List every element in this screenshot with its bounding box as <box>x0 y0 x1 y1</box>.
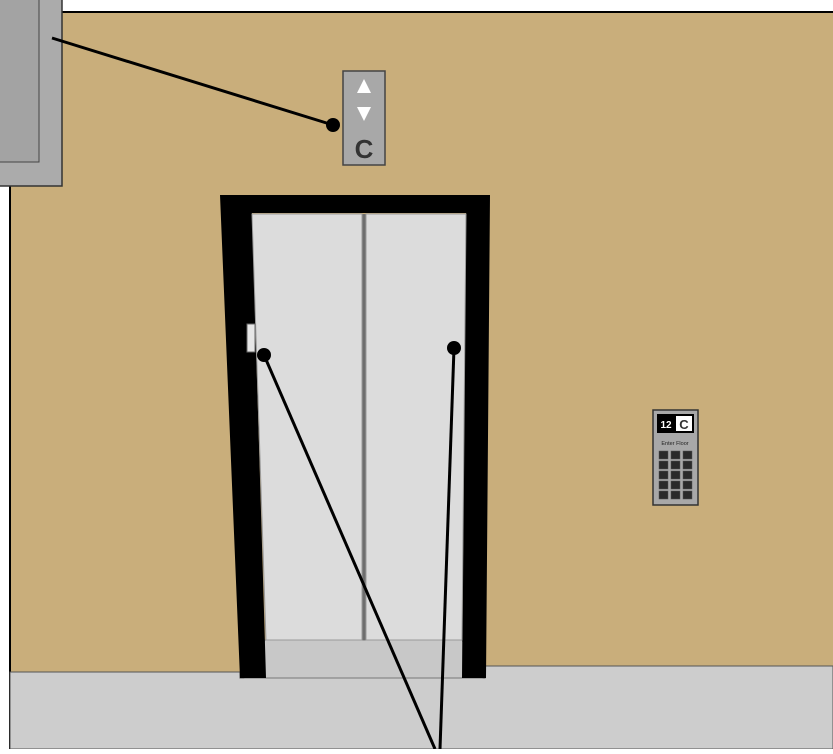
keypad-key[interactable] <box>683 491 692 499</box>
elevator-threshold <box>245 640 482 678</box>
keypad-key[interactable] <box>659 471 668 479</box>
keypad-key[interactable] <box>671 491 680 499</box>
keypad-key[interactable] <box>671 451 680 459</box>
keypad-key[interactable] <box>659 461 668 469</box>
keypad-key[interactable] <box>671 461 680 469</box>
floor-indicator: C <box>343 71 385 165</box>
callout-dot-call-button <box>257 348 271 362</box>
keypad-floor-display: 12 <box>660 420 672 431</box>
callout-dot-door <box>447 341 461 355</box>
callout-dot-indicator <box>326 118 340 132</box>
keypad-key[interactable] <box>683 481 692 489</box>
floor-keypad: 12 C Enter Floor <box>653 410 698 505</box>
keypad-keys <box>659 451 692 499</box>
call-button[interactable] <box>247 324 255 352</box>
keypad-key[interactable] <box>683 451 692 459</box>
indicator-car-letter: C <box>355 134 374 164</box>
keypad-key[interactable] <box>659 481 668 489</box>
keypad-key[interactable] <box>671 481 680 489</box>
keypad-car-letter: C <box>679 417 689 432</box>
keypad-key[interactable] <box>683 461 692 469</box>
keypad-key[interactable] <box>659 491 668 499</box>
corner-panel-inner <box>0 0 39 162</box>
elevator-door-left[interactable] <box>252 214 362 640</box>
keypad-key[interactable] <box>659 451 668 459</box>
keypad-key[interactable] <box>671 471 680 479</box>
keypad-key[interactable] <box>683 471 692 479</box>
keypad-prompt: Enter Floor <box>661 441 688 447</box>
